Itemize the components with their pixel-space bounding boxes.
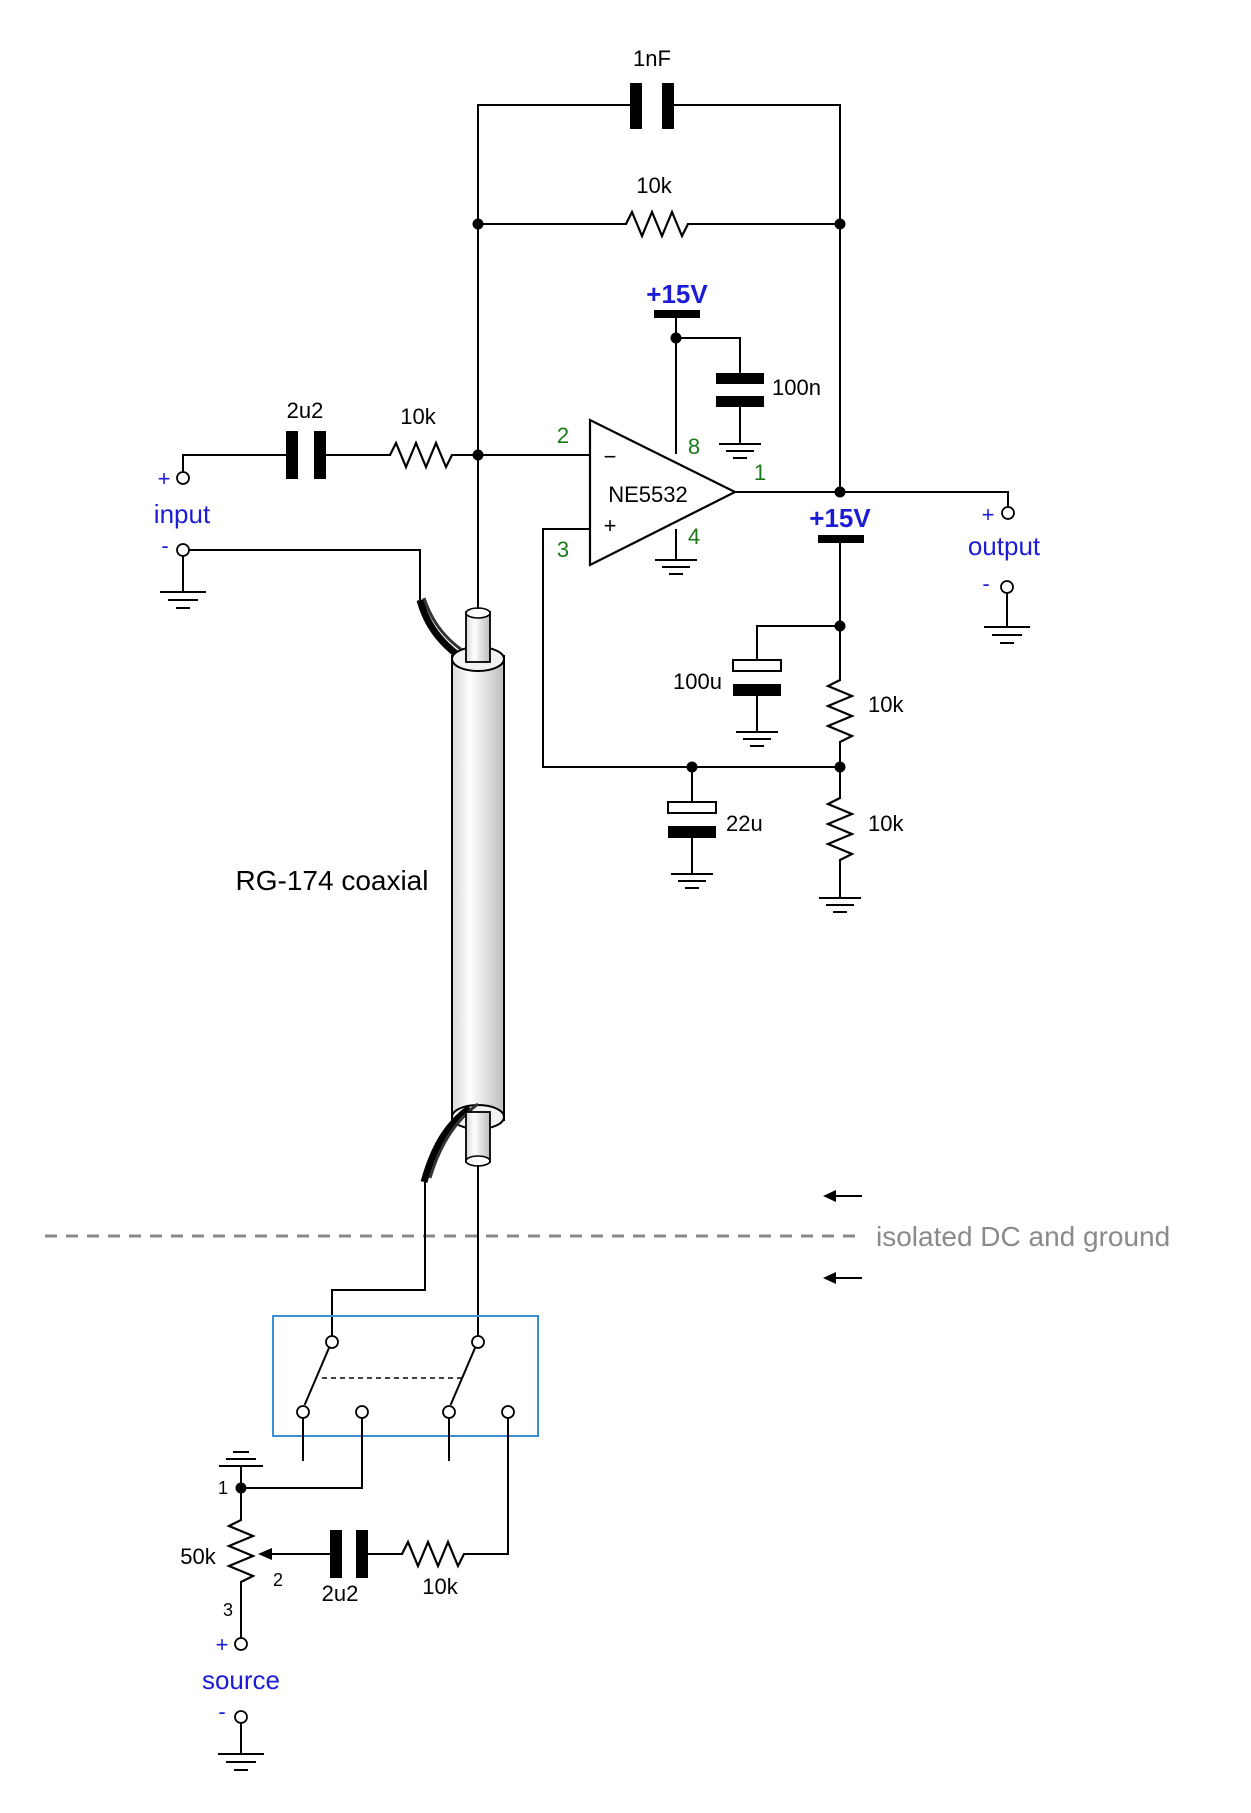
capacitor-2u2-input [286,431,326,479]
output-minus-sign: - [982,571,989,596]
arrow-left-icon [823,1272,862,1284]
pin-8-label: 8 [688,434,700,459]
output-plus-sign: + [982,502,995,527]
source-minus-sign: - [218,1699,225,1724]
input-label: input [154,499,211,529]
capacitor-22u [667,801,717,838]
ground-symbol [819,897,861,913]
switch-contact-2b[interactable] [501,1405,515,1419]
ground-symbol [218,1753,264,1771]
capacitor-100n [716,373,764,407]
junction-dot [472,449,484,461]
ground-symbol [160,591,206,609]
source-label: source [202,1665,280,1695]
capacitor-100n-label: 100n [772,375,821,400]
ground-symbol [984,626,1030,644]
source-network: 1 50k 2 3 2u2 10k + source - [180,1451,509,1771]
bias-network: +15V 100u 10k 10k [542,503,904,913]
arrow-left-icon [823,1190,862,1202]
resistor-feedback-label: 10k [636,173,672,198]
opamp-inverting-sign: − [604,444,617,469]
pin-2-label: 2 [557,423,569,448]
resistor-input-10k [389,440,453,470]
switch-contact-1a[interactable] [296,1405,310,1419]
capacitor-1nf [630,83,674,129]
pin-3-label: 3 [557,537,569,562]
switch-box [272,1315,539,1437]
rail-label-opamp: +15V [646,279,708,309]
output-stage: + output - [734,486,1041,644]
capacitor-source-label: 2u2 [322,1581,359,1606]
capacitor-22u-label: 22u [726,811,763,836]
output-minus-terminal[interactable] [1000,580,1014,594]
opamp-label: NE5532 [608,482,688,507]
resistor-source-10k [401,1539,465,1569]
ground-symbol [671,873,713,889]
input-minus-terminal[interactable] [176,543,190,557]
potentiometer-50k[interactable] [226,1519,256,1583]
switch-contact-2a[interactable] [442,1405,456,1419]
capacitor-100u [732,659,782,696]
feedback-network: 1nF 10k [472,46,846,581]
resistor-bias-bottom-label: 10k [868,811,904,836]
coax-jacket [451,655,505,1121]
input-minus-sign: - [161,533,168,558]
switch-contact-1b[interactable] [355,1405,369,1419]
pot-pin-3-label: 3 [223,1600,233,1620]
resistor-input-label: 10k [400,404,436,429]
opamp-supply: +15V 100n [646,279,821,459]
opamp-ne5532: NE5532 − + 2 3 1 8 4 [557,418,766,567]
cable-label: RG-174 coaxial [236,865,429,896]
rail-label-bias: +15V [809,503,871,533]
source-plus-sign: + [216,1632,229,1657]
resistor-bias-top-10k [825,679,855,743]
isolation-boundary [45,1190,862,1284]
pot-pin-1-label: 1 [218,1478,228,1498]
capacitor-100u-label: 100u [673,669,722,694]
opamp-ground [655,529,697,575]
output-label: output [968,531,1041,561]
source-plus-terminal[interactable] [234,1637,248,1651]
capacitor-input-label: 2u2 [287,398,324,423]
input-plus-sign: + [158,466,171,491]
resistor-bias-top-label: 10k [868,692,904,717]
capacitor-1nf-label: 1nF [633,46,671,71]
input-stage: 2u2 10k + input - [154,398,591,609]
coaxial-cable [416,579,505,1193]
isolation-note: isolated DC and ground [876,1221,1170,1252]
switch-pole-1[interactable] [325,1335,339,1349]
junction-dot [834,218,846,230]
opamp-noninverting-sign: + [604,513,617,538]
pot-label: 50k [180,1544,216,1569]
wiper-arrow-icon [258,1548,272,1560]
junction-dot [472,218,484,230]
capacitor-2u2-source [330,1530,368,1578]
resistor-source-label: 10k [422,1574,458,1599]
output-plus-terminal[interactable] [1001,506,1015,520]
resistor-feedback-10k [625,209,689,239]
supply-rail-bar [654,310,700,318]
pin-4-label: 4 [688,524,700,549]
pot-pin-2-label: 2 [273,1570,283,1590]
source-minus-terminal[interactable] [234,1710,248,1724]
ground-symbol [736,731,778,747]
junction-dot [834,486,846,498]
ground-symbol [719,443,761,459]
dpdt-switch[interactable] [272,1181,539,1555]
pin-1-label: 1 [754,460,766,485]
resistor-bias-bottom-10k [825,797,855,861]
supply-rail-bar [818,535,864,543]
switch-pole-2[interactable] [471,1335,485,1349]
ground-symbol [219,1451,263,1467]
input-plus-terminal[interactable] [176,471,190,485]
